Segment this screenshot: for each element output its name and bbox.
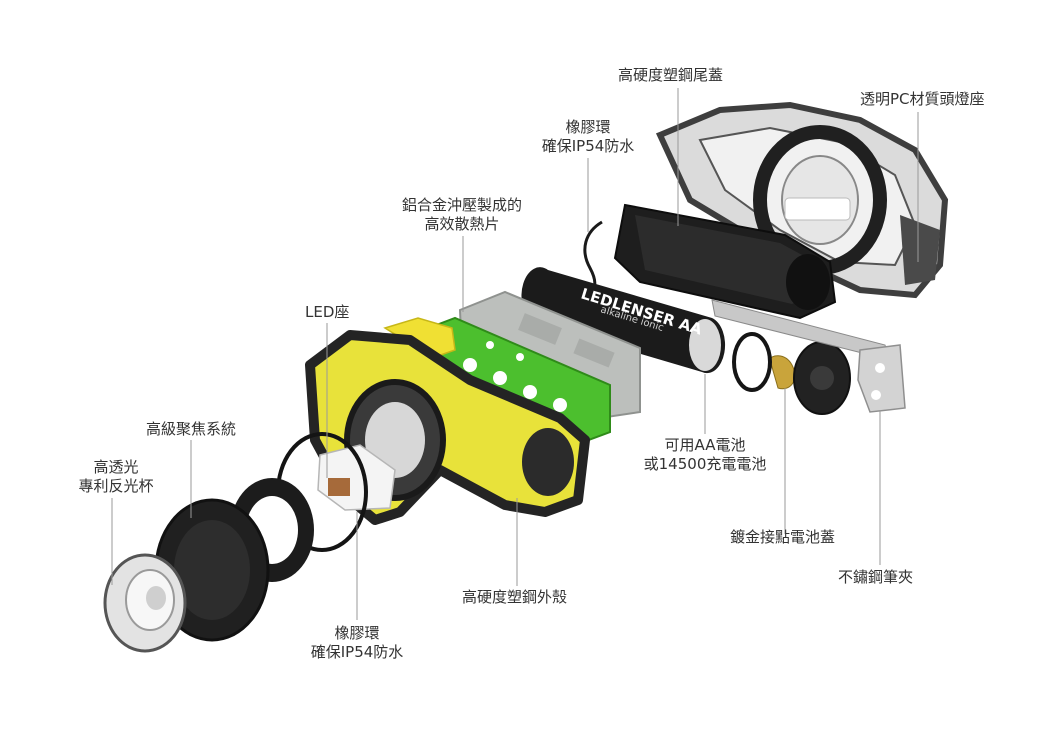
led-base <box>317 444 396 511</box>
gold-contact-battery-cover <box>769 341 851 415</box>
leader-lines <box>111 88 919 620</box>
label-tail-cap: 高硬度塑鋼尾蓋 <box>618 66 724 84</box>
label-reflector: 高透光 專利反光杯 <box>70 458 162 496</box>
label-rubber-ring-top-line1: 橡膠環 <box>565 118 611 136</box>
rubber-ring-cover <box>732 332 772 392</box>
label-battery-cover: 鍍金接點電池蓋 <box>730 528 836 546</box>
label-heatsink-line1: 鋁合金沖壓製成的 <box>401 196 522 214</box>
label-heatsink-line2: 高效散熱片 <box>424 215 500 233</box>
stainless-pen-clip <box>711 299 906 413</box>
label-rubber-ring-top-line2: 確保IP54防水 <box>541 137 635 155</box>
label-rubber-ring-top: 橡膠環 確保IP54防水 <box>536 118 640 156</box>
label-reflector-line1: 高透光 <box>93 458 139 476</box>
label-battery-note-line1: 可用AA電池 <box>664 436 746 454</box>
label-battery-note: 可用AA電池 或14500充電電池 <box>640 436 770 474</box>
label-pen-clip: 不鏽鋼筆夾 <box>838 568 914 586</box>
reflector-cup <box>103 553 187 653</box>
label-reflector-line2: 專利反光杯 <box>78 477 154 495</box>
label-rubber-ring-bottom-line2: 確保IP54防水 <box>310 643 404 661</box>
label-lamp-base: 透明PC材質頭燈座 <box>860 90 985 108</box>
battery-tube-tail-cap <box>613 203 837 320</box>
label-led-base: LED座 <box>305 303 350 321</box>
transparent-lamp-base <box>655 101 949 299</box>
label-heatsink: 鋁合金沖壓製成的 高效散熱片 <box>392 196 532 234</box>
label-rubber-ring-bottom-line1: 橡膠環 <box>334 624 380 642</box>
label-battery-note-line2: 或14500充電電池 <box>643 455 767 473</box>
label-rubber-ring-bottom: 橡膠環 確保IP54防水 <box>305 624 409 662</box>
label-outer-shell: 高硬度塑鋼外殼 <box>462 588 568 606</box>
label-focus-system: 高級聚焦系統 <box>146 420 237 438</box>
